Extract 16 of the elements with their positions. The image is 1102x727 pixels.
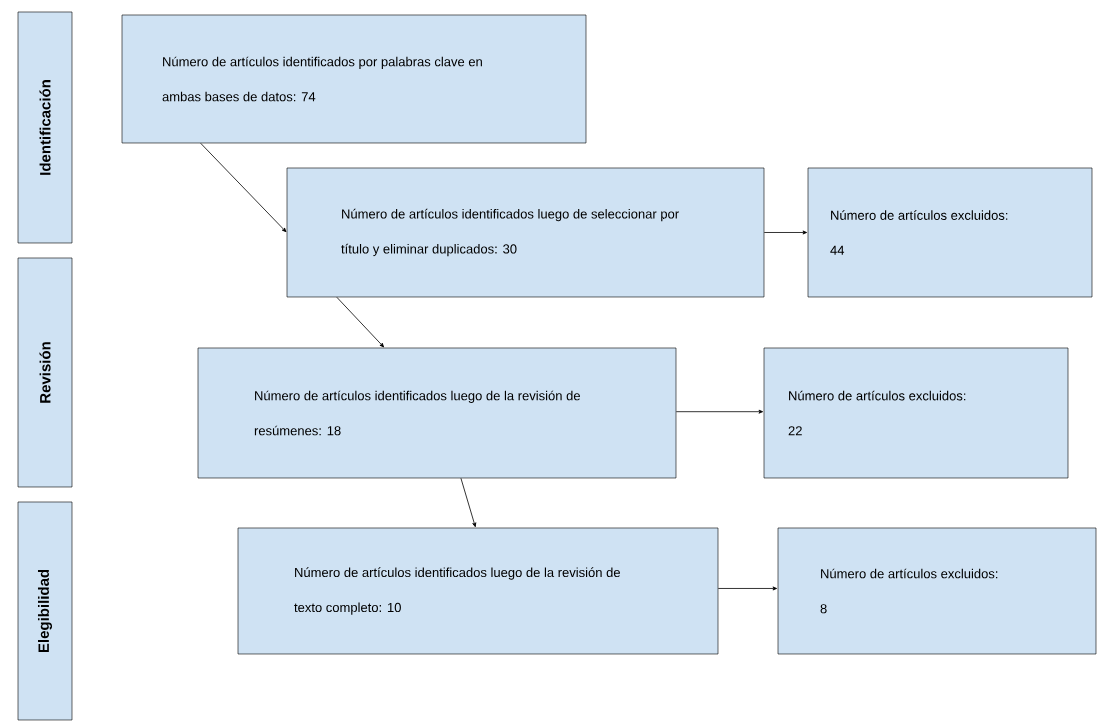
process-box: Número de artículos identificados luego de seleccionar por título y eliminar duplicados: 30 (286, 167, 765, 298)
stage-band: Elegibilidad (17, 501, 73, 721)
exclusion-box: Número de artículos excluidos: 8 (777, 527, 1097, 655)
arrow (336, 296, 385, 348)
process-box: Número de artículos identificados luego de la revisión de resúmenes: 18 (197, 347, 677, 479)
arrow (200, 142, 287, 233)
arrow (675, 409, 764, 414)
exclusion-box: Número de artículos excluidos: 22 (763, 347, 1069, 479)
arrow (460, 477, 477, 528)
stage-band: Revisión (17, 257, 73, 488)
process-box: Número de artículos identificados luego de la revisión de texto completo: 10 (237, 527, 719, 655)
arrow (717, 586, 778, 591)
stage-band: Identificación (17, 11, 73, 244)
arrow (763, 230, 808, 235)
exclusion-box: Número de artículos excluidos: 44 (807, 167, 1093, 298)
process-box: Número de artículos identificados por palabras clave en ambas bases de datos: 74 (121, 14, 587, 144)
